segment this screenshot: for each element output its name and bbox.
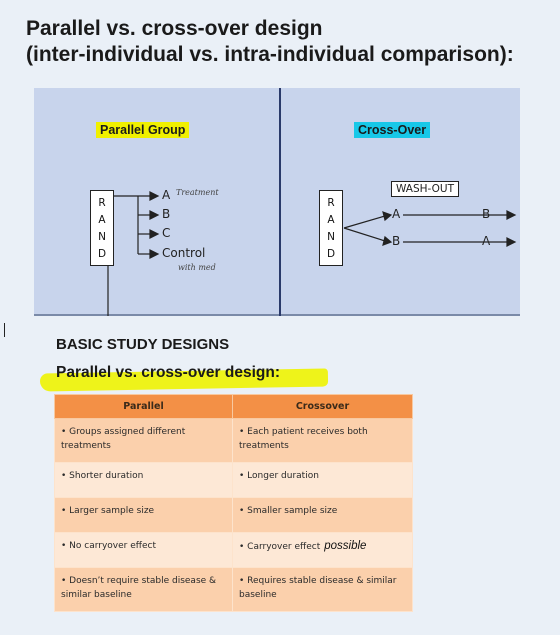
rand-letter: D xyxy=(326,247,336,260)
rand-letter: D xyxy=(97,247,107,260)
handwritten-treatment-note: Treatment xyxy=(176,188,219,197)
table-cell: • Smaller sample size xyxy=(232,497,413,533)
parallel-group-label: Parallel Group xyxy=(96,122,190,138)
table-header-row: Parallel Crossover xyxy=(54,394,413,419)
table-cell: • Larger sample size xyxy=(54,497,233,533)
crossover-arrows xyxy=(343,210,517,247)
handwritten-possible-note: possible xyxy=(324,540,367,552)
slide-title: Parallel vs. cross-over design (inter-in… xyxy=(26,16,546,68)
comparison-subheading: Parallel vs. cross-over design: xyxy=(56,364,280,381)
crossover-row1-to: B xyxy=(482,207,491,221)
rand-letter: A xyxy=(327,213,335,226)
rand-letter: N xyxy=(327,230,335,243)
table-row: • No carryover effect • Carryover effect… xyxy=(54,532,413,568)
rand-letter: A xyxy=(98,213,106,226)
table-row: • Shorter duration • Longer duration xyxy=(54,462,413,498)
branch-a: A xyxy=(162,188,171,202)
section-heading: BASIC STUDY DESIGNS xyxy=(56,336,230,353)
table-cell: • Groups assigned different treatments xyxy=(54,418,233,463)
diagram-divider xyxy=(279,88,281,316)
text-cursor xyxy=(4,323,5,337)
table-row: • Larger sample size • Smaller sample si… xyxy=(54,497,413,533)
crossover-rand-box: R A N D xyxy=(319,190,343,266)
table-cell: • Requires stable disease & similar base… xyxy=(232,567,413,612)
title-line-1: Parallel vs. cross-over design xyxy=(26,17,323,40)
title-line-2: (inter-individual vs. intra-individual c… xyxy=(26,43,514,66)
branch-control: Control xyxy=(162,246,206,260)
crossover-label: Cross-Over xyxy=(354,122,431,138)
cell-text: • Carryover effect xyxy=(239,542,321,552)
crossover-row2-to: A xyxy=(482,234,491,248)
parallel-rand-box: R A N D xyxy=(90,190,114,266)
branch-b: B xyxy=(162,207,171,221)
branch-c: C xyxy=(162,226,171,240)
table-cell: • Shorter duration xyxy=(54,462,233,498)
design-diagram: Parallel Group R A N D A Treatment B C C… xyxy=(34,88,520,316)
table-row: • Doesn’t require stable disease & simil… xyxy=(54,567,413,612)
parallel-arrows xyxy=(107,191,160,316)
rand-letter: N xyxy=(98,230,106,243)
washout-box: WASH-OUT xyxy=(391,181,459,197)
header-parallel: Parallel xyxy=(54,394,233,419)
rand-letter: R xyxy=(98,196,106,209)
table-cell: • Each patient receives both treatments xyxy=(232,418,413,463)
comparison-table: Parallel Crossover • Groups assigned dif… xyxy=(54,394,413,612)
crossover-row2-from: B xyxy=(392,234,401,248)
header-crossover: Crossover xyxy=(232,394,413,419)
table-cell: • Longer duration xyxy=(232,462,413,498)
table-cell: • No carryover effect xyxy=(54,532,233,568)
handwritten-control-note: with med xyxy=(178,263,216,272)
crossover-row1-from: A xyxy=(392,207,401,221)
rand-letter: R xyxy=(327,196,335,209)
table-row: • Groups assigned different treatments •… xyxy=(54,418,413,463)
table-cell: • Doesn’t require stable disease & simil… xyxy=(54,567,233,612)
